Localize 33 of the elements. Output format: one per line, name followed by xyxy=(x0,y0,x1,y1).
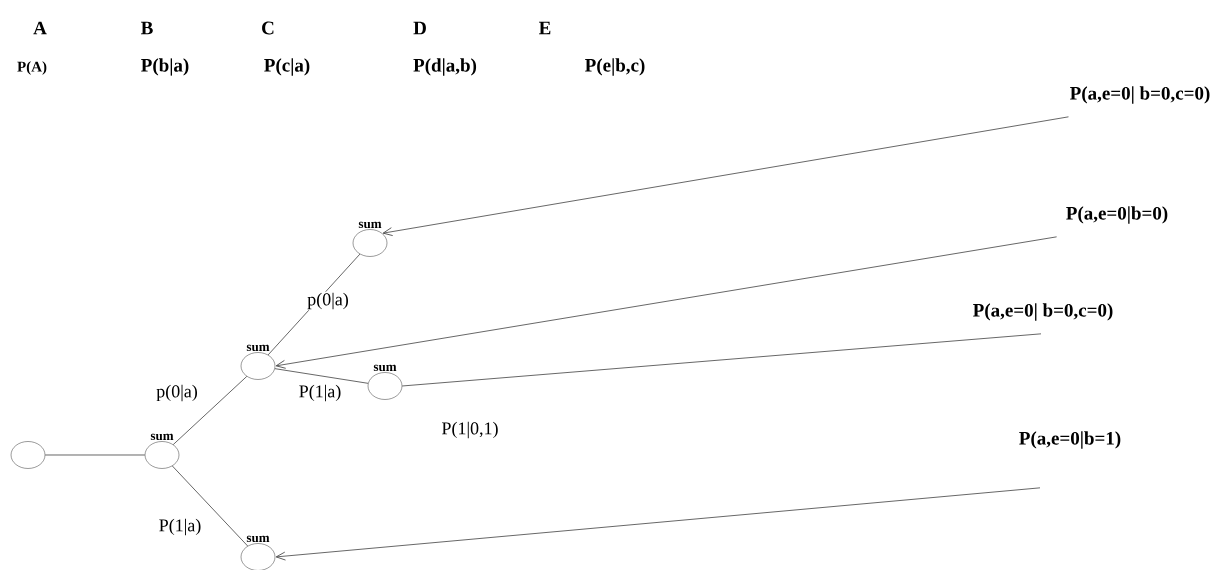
edge-label: p(0|a) xyxy=(155,383,199,403)
beside-label: P(1|0,1) xyxy=(442,421,498,439)
node-label: sum xyxy=(373,364,397,372)
connector-line xyxy=(275,236,1058,369)
connector-line xyxy=(172,376,248,445)
probability-label: P(e|b,c) xyxy=(585,58,645,76)
column-letter: A xyxy=(33,21,47,35)
probability-label: P(d|a,b) xyxy=(413,58,477,76)
empty-circle xyxy=(10,441,46,469)
connector-line xyxy=(171,465,249,547)
connector-line xyxy=(274,368,369,384)
column-letter: E xyxy=(539,21,551,35)
probability-label: P(a,e=0| b=0,c=0) xyxy=(1070,86,1210,104)
connector-line xyxy=(275,487,1041,561)
connector-line xyxy=(44,454,146,456)
probability-label: P(A) xyxy=(17,61,47,75)
node-label: sum xyxy=(358,221,382,229)
connector-line xyxy=(401,333,1042,387)
edge-label: p(0|a) xyxy=(306,291,350,311)
column-letter: C xyxy=(262,21,274,35)
column-letter: D xyxy=(413,21,426,35)
edge-label: P(1|a) xyxy=(297,383,343,403)
node-label: sum xyxy=(246,535,270,543)
connector-line xyxy=(382,116,1069,236)
probability-label: P(b|a) xyxy=(141,58,189,76)
node-label: sum xyxy=(150,433,174,441)
probability-label: P(a,e=0|b=1) xyxy=(1019,431,1121,449)
probability-label: P(c|a) xyxy=(264,58,310,76)
probability-label: P(a,e=0| b=0,c=0) xyxy=(973,303,1113,321)
edge-label: P(1|a) xyxy=(157,517,203,537)
probability-label: P(a,e=0|b=0) xyxy=(1066,206,1168,224)
column-letter: B xyxy=(141,21,153,35)
node-label: sum xyxy=(246,344,270,352)
